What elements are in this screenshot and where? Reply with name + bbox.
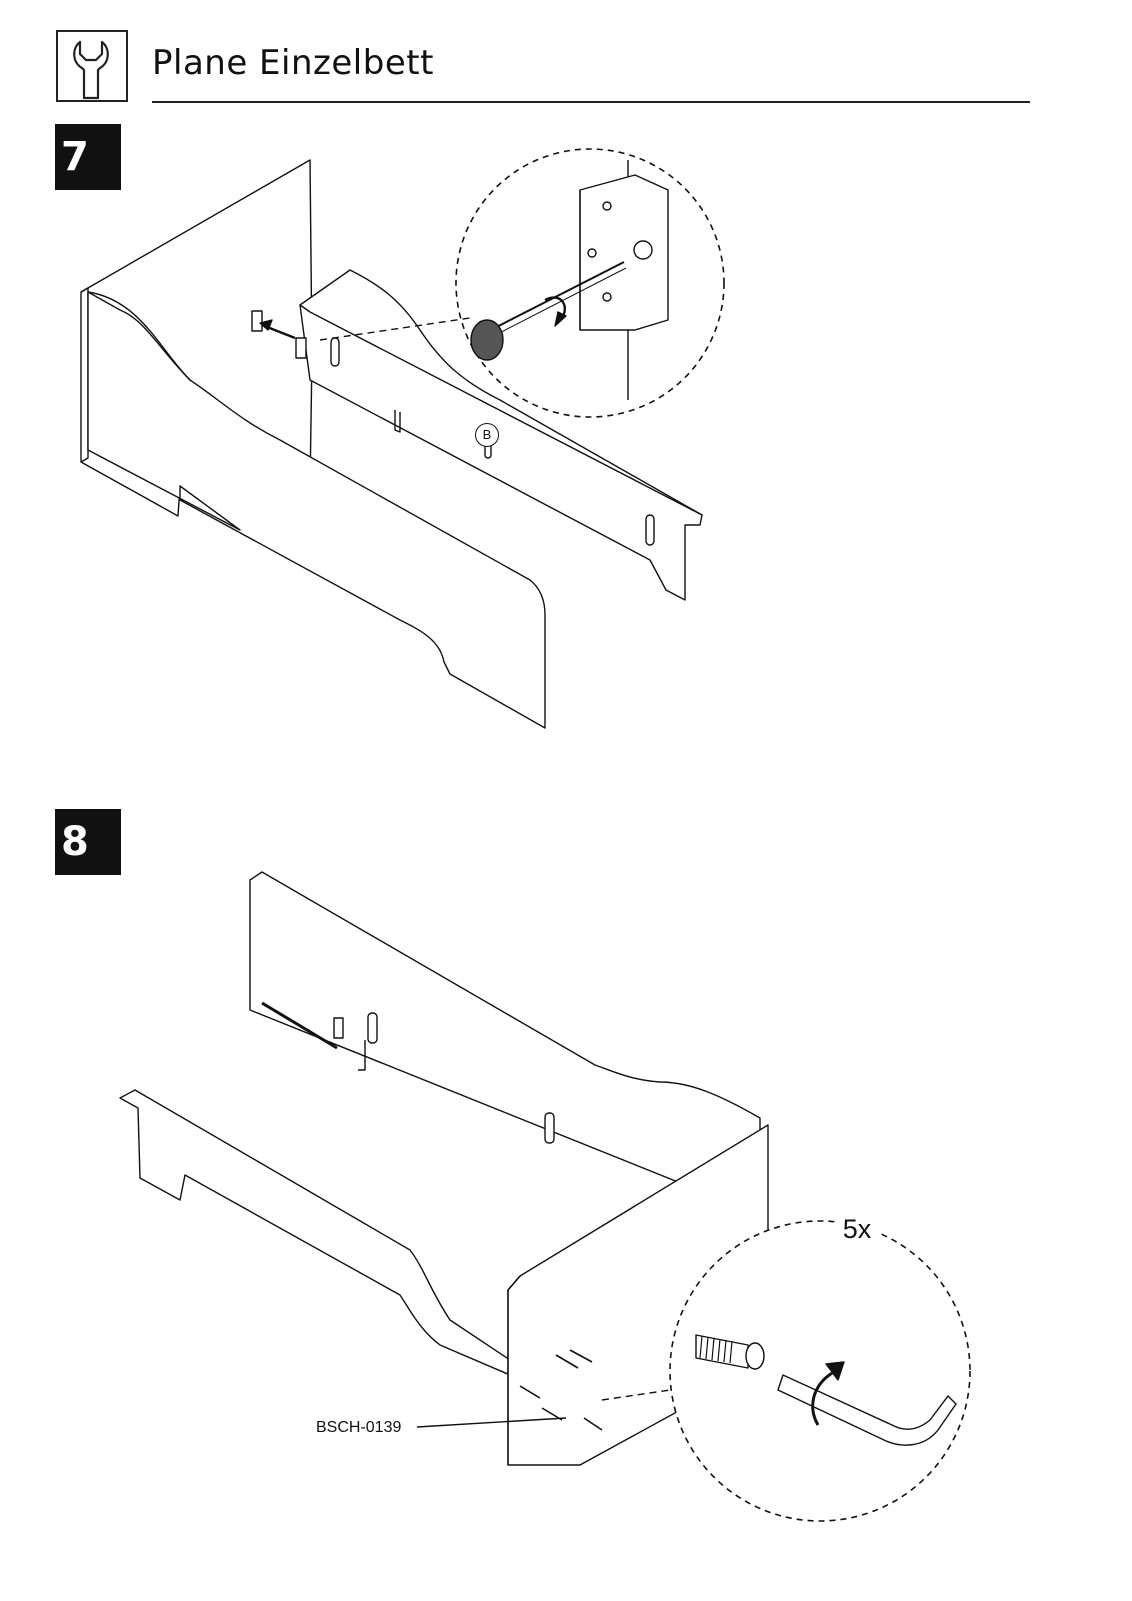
metal-bracket xyxy=(334,1018,343,1038)
detail-callout-circle xyxy=(670,1221,970,1521)
back-panel xyxy=(250,872,760,1215)
connector-slot xyxy=(331,338,339,366)
connector-slot xyxy=(545,1113,554,1143)
connector-slot xyxy=(646,515,654,545)
quantity-label: 5x xyxy=(833,1209,881,1249)
part-b-label: B xyxy=(475,423,499,447)
metal-bracket xyxy=(252,311,262,331)
connector-slot xyxy=(368,1013,377,1043)
part-code-label: BSCH-0139 xyxy=(316,1419,401,1437)
metal-bracket xyxy=(296,338,306,358)
front-rail-panel xyxy=(120,1090,510,1375)
